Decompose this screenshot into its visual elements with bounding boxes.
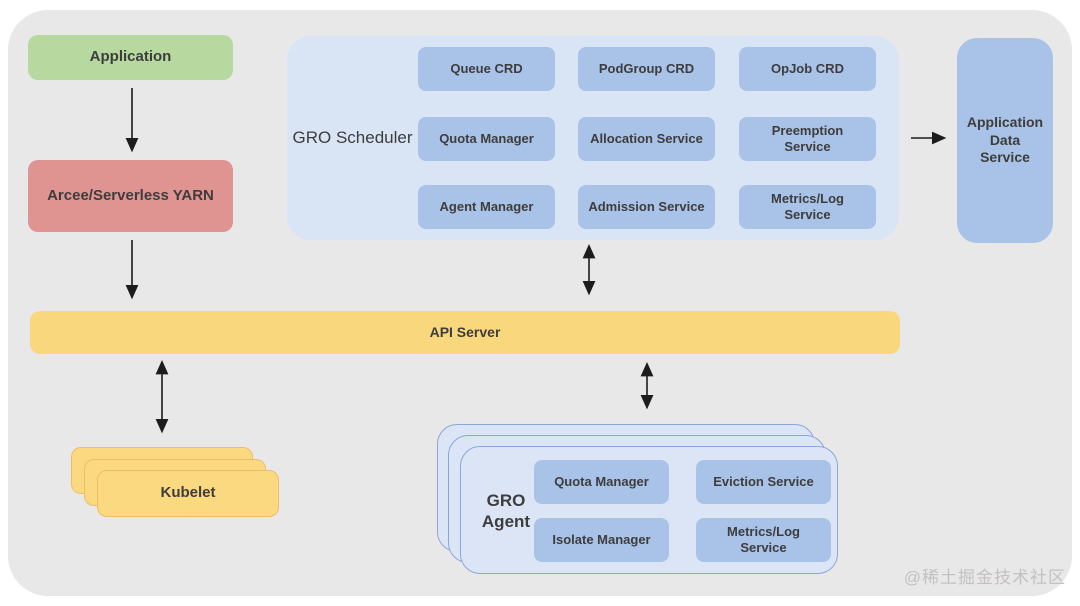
gro-agent-label: GRO Agent	[481, 490, 531, 531]
box-quota-manager: Quota Manager	[418, 117, 555, 161]
box-admission-service: Admission Service	[578, 185, 715, 229]
api-server-bar: API Server	[30, 311, 900, 354]
agent-box-isolate-manager: Isolate Manager	[534, 518, 669, 562]
box-queue-crd: Queue CRD	[418, 47, 555, 91]
watermark: @稀土掘金技术社区	[903, 568, 1066, 587]
agent-box-metrics-log-service: Metrics/Log Service	[696, 518, 831, 562]
box-agent-manager: Agent Manager	[418, 185, 555, 229]
box-preemption-service: Preemption Service	[739, 117, 876, 161]
application-node: Application	[28, 35, 233, 80]
box-metrics-log-service: Metrics/Log Service	[739, 185, 876, 229]
yarn-node: Arcee/Serverless YARN	[28, 160, 233, 232]
box-opjob-crd: OpJob CRD	[739, 47, 876, 91]
gro-agent-container: GRO Agent Quota Manager Eviction Service…	[460, 446, 838, 574]
box-podgroup-crd: PodGroup CRD	[578, 47, 715, 91]
application-data-service-node: Application Data Service	[957, 38, 1053, 243]
agent-box-eviction-service: Eviction Service	[696, 460, 831, 504]
box-allocation-service: Allocation Service	[578, 117, 715, 161]
kubelet-node: Kubelet	[97, 470, 279, 517]
gro-scheduler-label: GRO Scheduler	[292, 128, 413, 148]
agent-box-quota-manager: Quota Manager	[534, 460, 669, 504]
